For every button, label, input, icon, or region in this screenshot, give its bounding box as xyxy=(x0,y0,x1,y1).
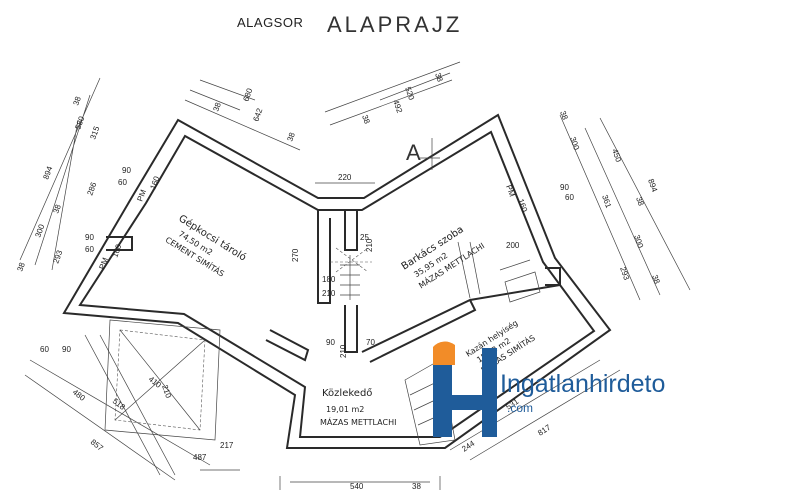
dim-60: 60 xyxy=(85,245,94,254)
external-terrace xyxy=(84,319,221,476)
dim-160: 160 xyxy=(110,243,123,259)
dim-244: 244 xyxy=(460,439,477,454)
dim-286: 286 xyxy=(85,181,98,197)
dim-60: 60 xyxy=(565,193,574,202)
dim-300: 300 xyxy=(632,234,645,250)
dim-450: 450 xyxy=(610,148,623,164)
brand-name: Ingatlanhirdeto xyxy=(500,370,665,398)
dim-60: 60 xyxy=(118,178,127,187)
dim-90: 90 xyxy=(326,338,335,347)
dim-894: 894 xyxy=(41,165,54,181)
dim-70: 70 xyxy=(366,338,375,347)
title-big: ALAPRAJZ xyxy=(327,12,462,37)
logo-accent-shape xyxy=(433,341,455,365)
dim-580: 580 xyxy=(73,115,86,131)
dim-680: 680 xyxy=(241,87,254,103)
dim-90: 90 xyxy=(62,345,71,354)
dim-220: 220 xyxy=(338,173,352,182)
pm-label-3: PM xyxy=(504,184,517,199)
dim-90: 90 xyxy=(560,183,569,192)
room-workshop: Barkács szoba 35,95 m2 MÁZAS METTLACHI xyxy=(399,223,486,290)
dim-38: 38 xyxy=(433,72,445,84)
pm-label: PM xyxy=(135,188,148,203)
dim-293: 293 xyxy=(618,266,631,282)
dim-642: 642 xyxy=(251,107,264,123)
dim-540: 540 xyxy=(350,482,364,491)
dim-300: 300 xyxy=(568,136,581,152)
dim-217: 217 xyxy=(220,441,234,450)
dim-315: 315 xyxy=(88,125,101,141)
dim-210: 210 xyxy=(322,289,336,298)
room-boiler: Kazán helyiség 15,93 m2 MÁZAS SIMÍTÁS xyxy=(464,318,537,375)
dim-817: 817 xyxy=(536,423,553,438)
dim-60: 60 xyxy=(40,345,49,354)
dim-487: 487 xyxy=(193,453,207,462)
inner-walls xyxy=(106,210,561,363)
dim-90: 90 xyxy=(85,233,94,242)
dim-492: 492 xyxy=(391,99,404,115)
room-garage: Gépkocsi tároló 74,50 m2 CEMENT SIMÍTÁS xyxy=(164,212,249,278)
dim-38: 38 xyxy=(634,196,646,208)
dim-38: 38 xyxy=(211,101,223,113)
dim-300: 300 xyxy=(33,223,46,239)
pm-label-2: PM xyxy=(97,256,110,271)
dim-270: 270 xyxy=(291,248,300,262)
dim-210: 210 xyxy=(160,384,173,400)
dim-38: 38 xyxy=(412,482,421,491)
dim-38: 38 xyxy=(71,95,83,107)
dim-160: 160 xyxy=(148,175,161,191)
hall-name: Közlekedő xyxy=(322,387,372,399)
section-marker-label: A xyxy=(406,140,424,165)
dim-894: 894 xyxy=(646,178,659,194)
dim-38: 38 xyxy=(360,114,372,126)
watermark-logo: Ingatlanhirdeto .com xyxy=(433,341,665,437)
dimension-texts: 38 680 642 38 520 492 38 38 894 38 580 3… xyxy=(15,72,661,491)
dim-180: 180 xyxy=(322,275,336,284)
brand-suffix: .com xyxy=(507,401,533,415)
title-small: ALAGSOR xyxy=(237,15,303,30)
hall-area: 19,01 m2 xyxy=(326,405,364,414)
dim-38: 38 xyxy=(558,110,570,122)
dim-38: 38 xyxy=(650,274,662,286)
dim-160: 160 xyxy=(516,198,529,214)
section-marker: A xyxy=(406,138,440,170)
hall-finish: MÁZAS METTLACHI xyxy=(320,416,396,427)
dim-210: 210 xyxy=(365,238,374,252)
dim-38: 38 xyxy=(51,203,63,215)
dim-480: 480 xyxy=(71,387,87,403)
dim-200: 200 xyxy=(506,241,520,250)
dim-25: 25 xyxy=(360,233,369,242)
dim-38: 38 xyxy=(15,261,27,273)
dim-210: 210 xyxy=(339,344,348,358)
dim-293: 293 xyxy=(51,249,64,265)
logo-h-shape xyxy=(433,348,497,437)
dim-520: 520 xyxy=(403,86,416,102)
dim-361: 361 xyxy=(600,194,613,210)
dim-857: 857 xyxy=(89,437,105,453)
dim-38: 38 xyxy=(285,131,297,143)
dim-90: 90 xyxy=(122,166,131,175)
room-hall: Közlekedő 19,01 m2 MÁZAS METTLACHI xyxy=(320,387,396,427)
dimension-lines xyxy=(19,61,691,490)
